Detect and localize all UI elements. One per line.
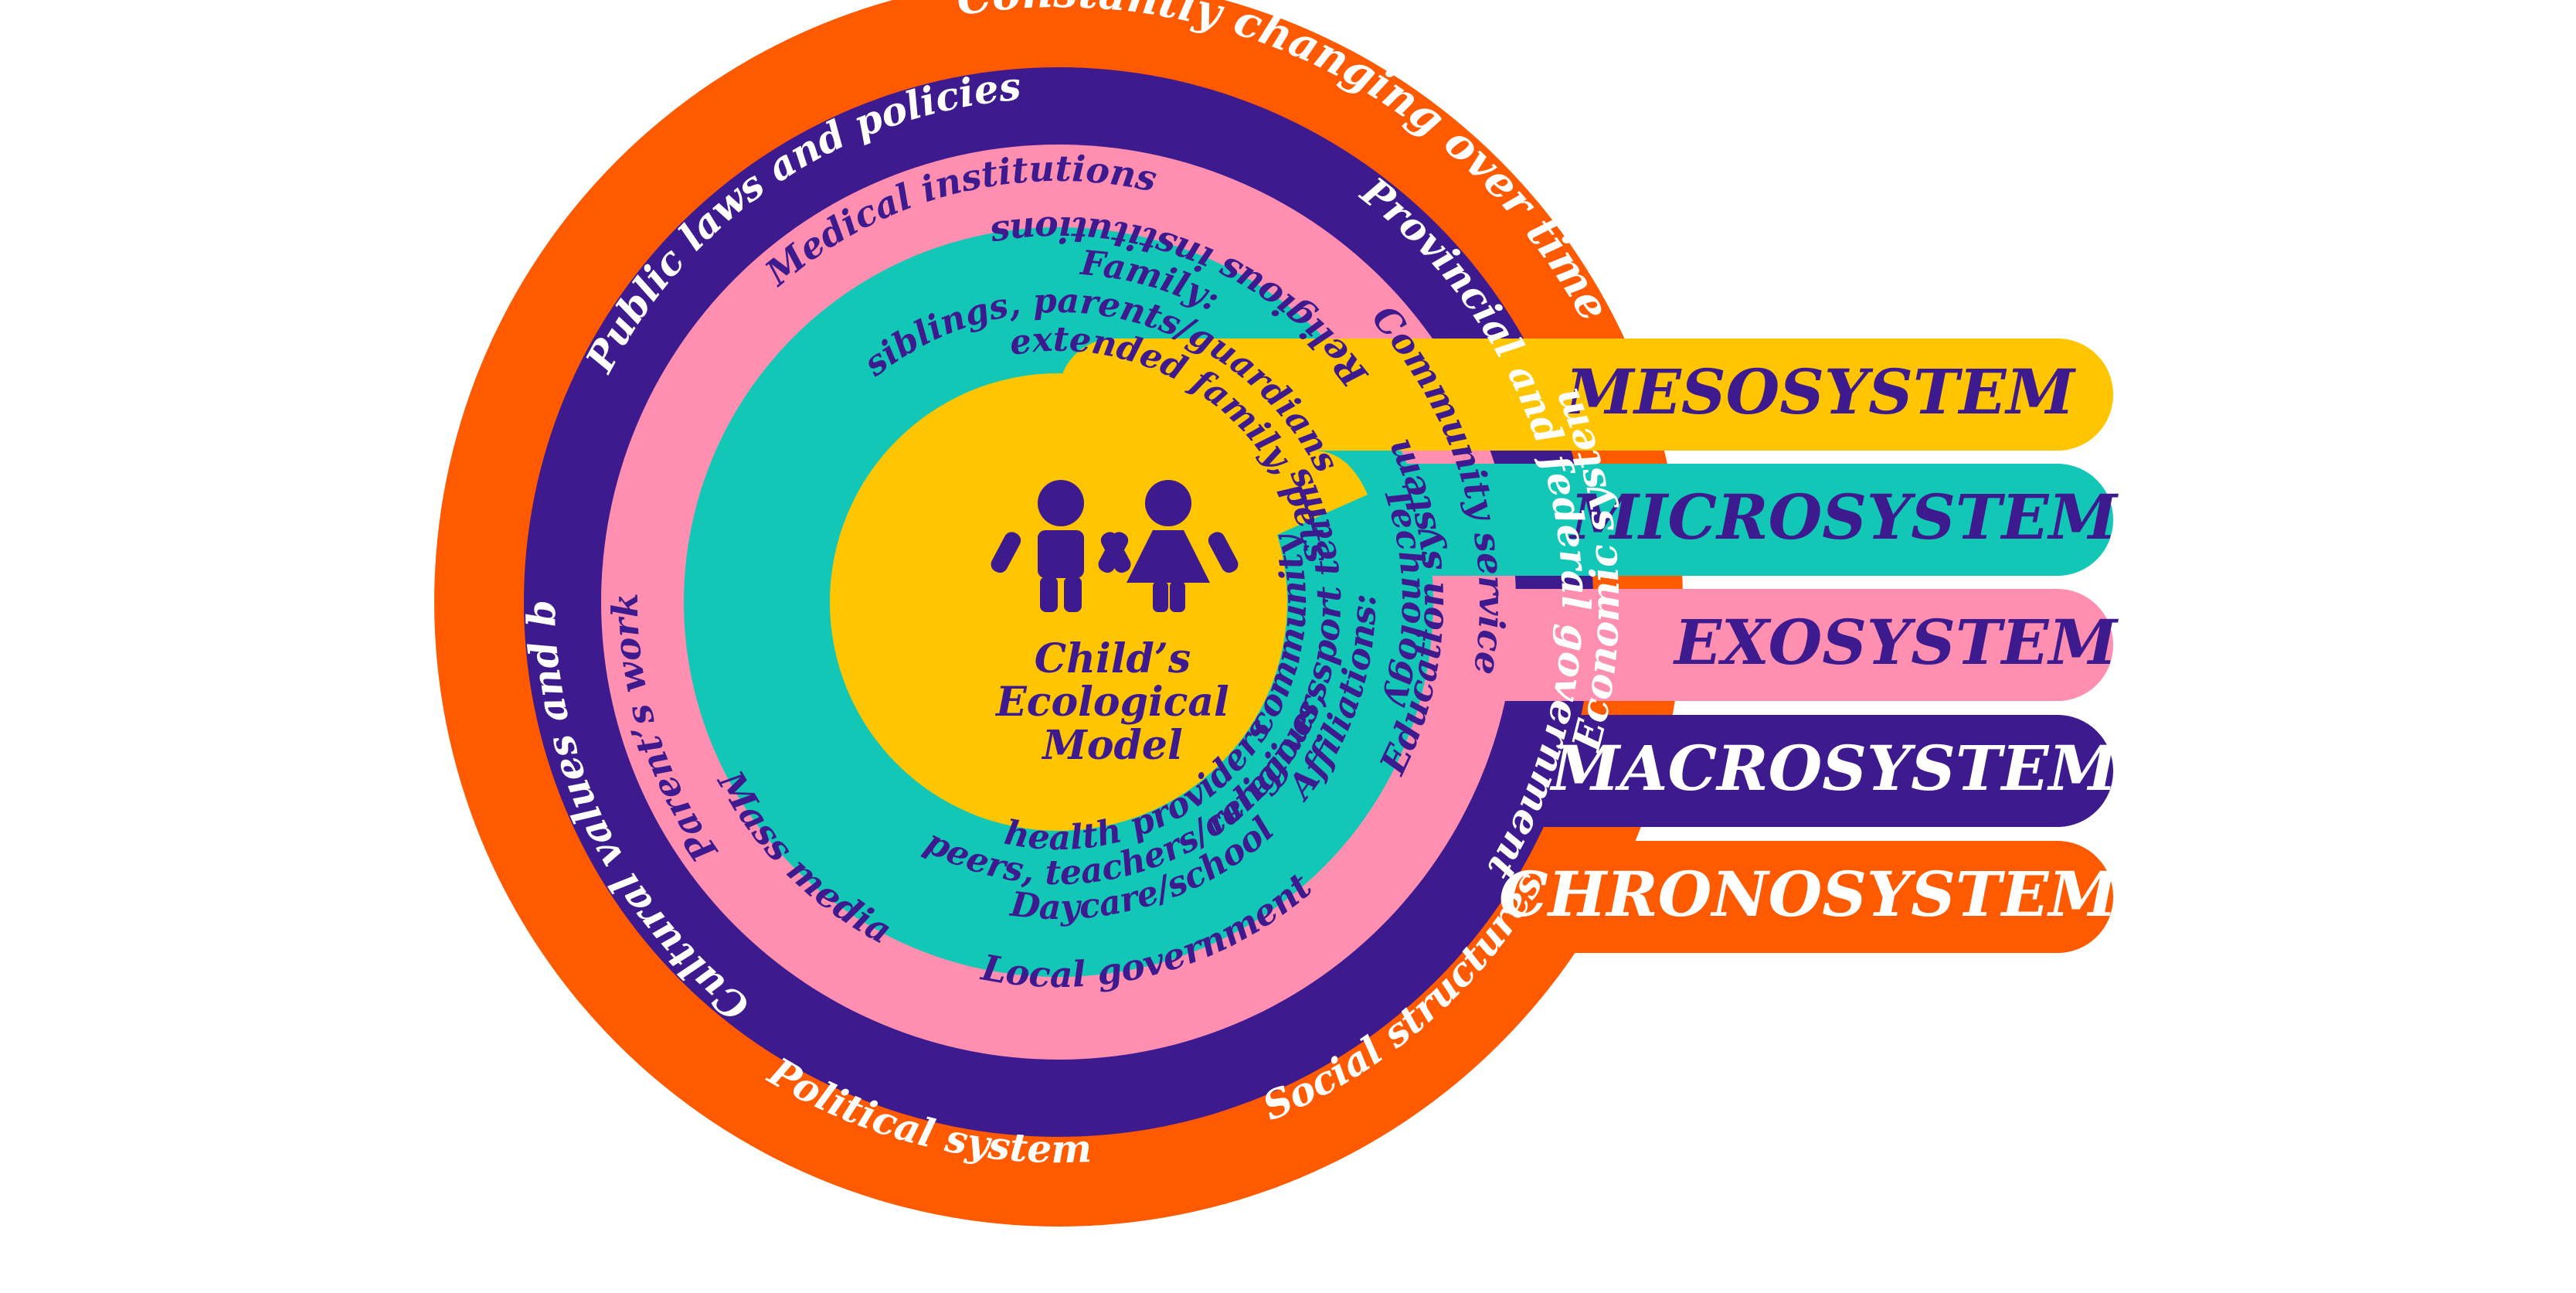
exosystem-label: EXOSYSTEM (1673, 606, 2119, 679)
chronosystem-label: CHRONOSYSTEM (1499, 858, 2119, 931)
macrosystem-label: MACROSYSTEM (1549, 732, 2119, 805)
mesosystem-label: MESOSYSTEM (1563, 356, 2076, 428)
center-title: Child’s Ecological Model (994, 635, 1229, 769)
band-labels: MESOSYSTEM MICROSYSTEM EXOSYSTEM MACROSY… (1499, 356, 2119, 931)
microsystem-label: MICROSYSTEM (1568, 481, 2119, 553)
center-title-line1: Child’s (1035, 635, 1191, 682)
mesosystem-band (1059, 339, 2113, 451)
children-icons (991, 480, 1239, 612)
girl-icon (1098, 480, 1239, 612)
center-title-line3: Model (1041, 722, 1182, 769)
boy-icon (991, 480, 1131, 612)
mesosystem-join (1151, 451, 1368, 556)
center-title-line2: Ecological (994, 679, 1229, 726)
